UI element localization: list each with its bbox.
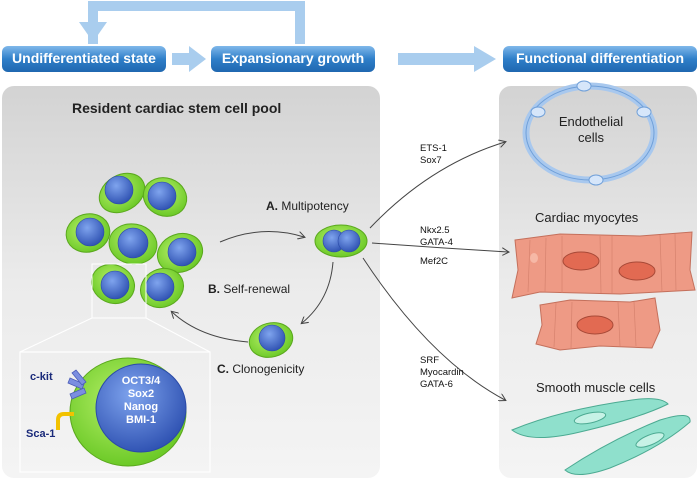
arrow-to-myocytes (371, 242, 508, 252)
factor: Nkx2.5 (420, 225, 450, 236)
smooth-muscle-cells-label: Smooth muscle cells (536, 380, 656, 395)
multipotency-text: Multipotency (281, 199, 349, 213)
feedback-loop-arrow (88, 1, 305, 44)
endothelial-cells-label: Endothelial cells (556, 114, 626, 146)
smooth-muscle-cells (511, 398, 691, 475)
sca-1-label: Sca-1 (26, 428, 56, 440)
arrow-to-smooth-muscle (362, 257, 505, 400)
endothelial-cell-ring (522, 80, 658, 186)
inset-cell-nucleus (95, 363, 187, 453)
stage-differentiation-label: Functional differentiation (516, 50, 684, 66)
factor: SRF (420, 355, 439, 366)
self-renewal-text: Self-renewal (223, 282, 291, 296)
stem-cell-nuclei (75, 175, 197, 302)
stage-box-undifferentiated (2, 46, 166, 72)
nuclear-factor: Nanog (123, 401, 159, 413)
clonogenicity-text: Clonogenicity (232, 362, 305, 376)
smooth-muscle-factors: SRF Myocardin GATA-6 (420, 355, 464, 391)
arrow-multipotency-to-clonogenicity (302, 261, 334, 323)
clonogenic-cell (248, 322, 294, 358)
cardiac-myocyte-lower (535, 297, 661, 351)
factor: ETS-1 (420, 143, 447, 154)
nuclear-factors: OCT3/4 Sox2 Nanog BMI-1 (111, 375, 171, 427)
stage-undifferentiated-label: Undifferentiated state (12, 50, 156, 66)
factor: Myocardin (420, 367, 464, 378)
c-kit-receptor-icon (67, 369, 87, 400)
endothelial-label-line: Endothelial (558, 114, 624, 129)
factor: GATA-4 (420, 237, 453, 248)
multipotency-label: A. Multipotency (266, 199, 349, 213)
stage-expansion-label: Expansionary growth (221, 50, 365, 66)
zoom-line-right (145, 317, 211, 353)
arrow-to-endothelial (369, 142, 505, 229)
zoom-line-left (19, 317, 93, 353)
factor: GATA-6 (420, 379, 453, 390)
myocyte-factors-upper: Nkx2.5 GATA-4 (420, 225, 453, 249)
stage-arrow-2 (398, 46, 496, 72)
arrow-clonogenicity-to-cluster (172, 312, 249, 343)
nuclear-factor: OCT3/4 (121, 375, 161, 387)
arrow-cluster-to-multipotency (219, 231, 304, 243)
stage-box-differentiation (503, 46, 697, 72)
self-renewal-letter: B. (208, 282, 220, 296)
cardiac-myocyte-upper (511, 231, 696, 299)
pool-title: Resident cardiac stem cell pool (72, 100, 282, 116)
inset-box (19, 351, 211, 473)
endothelial-factors: ETS-1 Sox7 (420, 143, 447, 167)
self-renewal-label: B. Self-renewal (208, 282, 290, 296)
myocyte-factors-lower: Mef2C (420, 256, 448, 268)
feedback-loop-arrowhead (79, 22, 107, 42)
sca-1-receptor-icon (56, 412, 74, 430)
clonogenicity-label: C. Clonogenicity (217, 362, 304, 376)
stage-box-expansion (211, 46, 375, 72)
zoom-selection-box (91, 263, 147, 319)
c-kit-label: c-kit (30, 371, 53, 383)
clonogenicity-letter: C. (217, 362, 229, 376)
nuclear-factor: BMI-1 (126, 414, 156, 426)
nuclear-factor: Sox2 (127, 388, 155, 400)
factor: Sox7 (420, 155, 442, 166)
multipotent-dividing-cell (314, 224, 368, 258)
factor: Mef2C (420, 256, 448, 267)
stage-arrow-1 (172, 46, 206, 72)
cardiac-myocytes-label: Cardiac myocytes (535, 210, 639, 225)
multipotency-letter: A. (266, 199, 278, 213)
endothelial-label-line: cells (577, 130, 604, 145)
